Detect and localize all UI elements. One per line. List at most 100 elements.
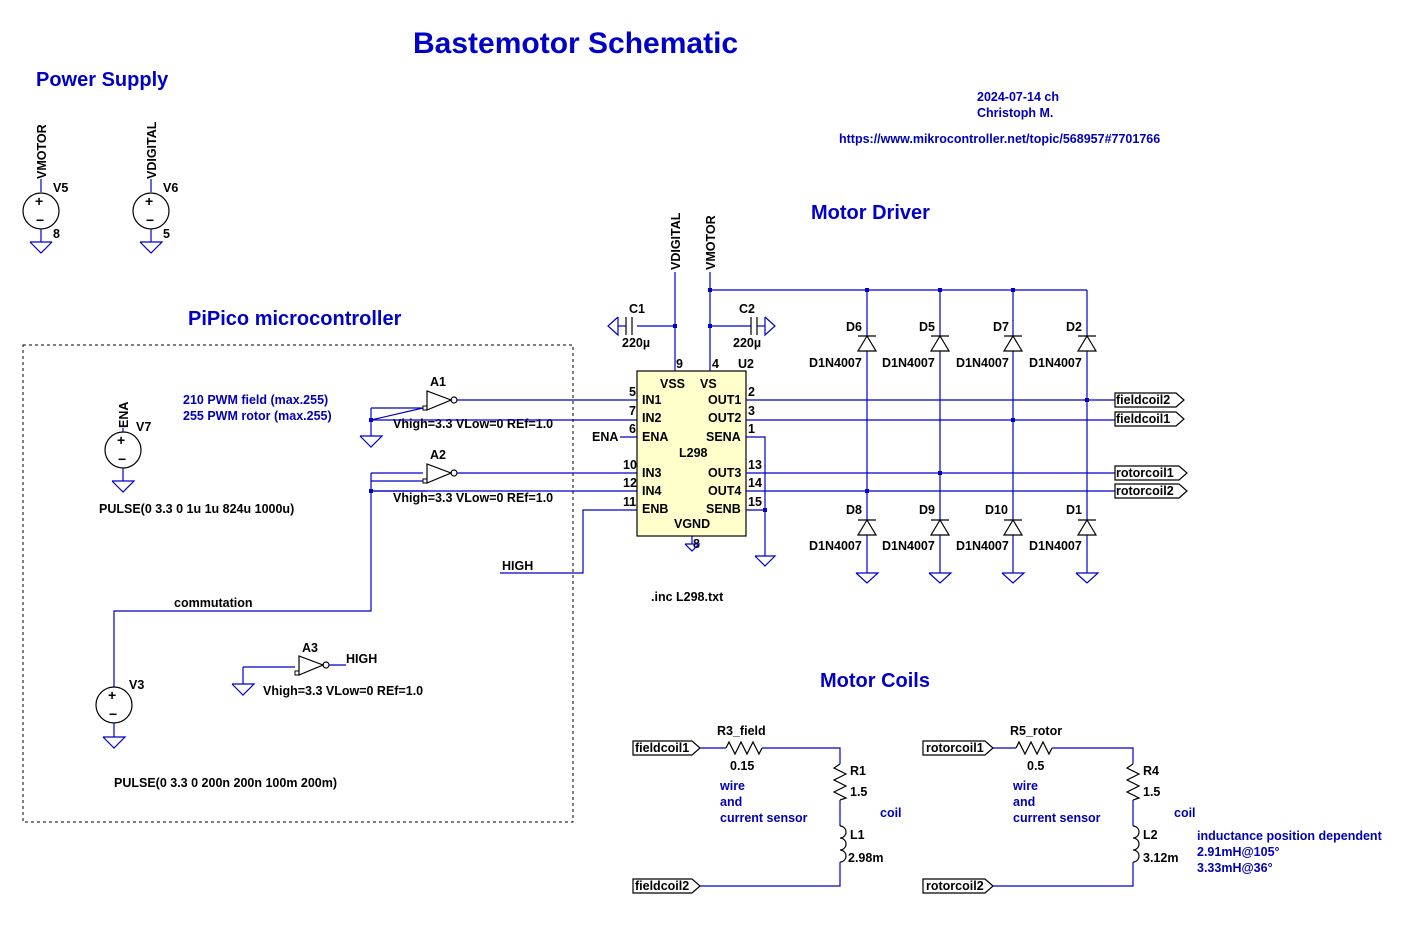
l2-name: L2 <box>1143 828 1158 842</box>
c2-name: C2 <box>739 302 755 316</box>
v3-name: V3 <box>129 678 144 692</box>
inductance-105: 2.91mH@105° <box>1197 845 1280 859</box>
motor-driver-heading: Motor Driver <box>811 202 930 224</box>
l1-value: 2.98m <box>848 851 883 865</box>
c2-value: 220µ <box>733 336 761 350</box>
microcontroller-heading: PiPico microcontroller <box>188 308 402 330</box>
svg-text:−: − <box>36 212 44 228</box>
rotor-coil-label: coil <box>1174 806 1196 820</box>
c1-value: 220µ <box>622 336 650 350</box>
a2-params: Vhigh=3.3 VLow=0 REf=1.0 <box>393 491 553 505</box>
a1-params: Vhigh=3.3 VLow=0 REf=1.0 <box>393 417 553 431</box>
inductance-36: 3.33mH@36° <box>1197 861 1273 875</box>
coil-port-fieldcoil1: fieldcoil1 <box>635 741 689 755</box>
pinnum-out1: 2 <box>748 385 755 399</box>
pin-in2: IN2 <box>642 411 662 425</box>
d5-model: D1N4007 <box>882 356 935 370</box>
v6-name: V6 <box>163 181 178 195</box>
pin-vgnd: VGND <box>674 517 710 531</box>
a3-params: Vhigh=3.3 VLow=0 REf=1.0 <box>263 684 423 698</box>
pinnum-enb: 11 <box>623 495 636 509</box>
svg-text:−: − <box>118 451 126 467</box>
pin-ena: ENA <box>642 430 668 444</box>
r1-value: 1.5 <box>850 785 867 799</box>
v7-name: V7 <box>136 420 151 434</box>
pinnum-out2: 3 <box>748 404 755 418</box>
source-v3: + − V3 PULSE(0 3.3 0 200n 200n 100m 200m… <box>95 490 427 790</box>
commutation-net-label: commutation <box>174 596 252 610</box>
author: Christoph M. <box>977 106 1053 120</box>
pin-sena: SENA <box>706 430 741 444</box>
pin-out3: OUT3 <box>708 466 741 480</box>
r4-value: 1.5 <box>1143 785 1160 799</box>
source-v7: + − ENA V7 PULSE(0 3.3 0 1u 1u 824u 1000… <box>99 402 294 516</box>
field-wire-label: wire <box>719 779 745 793</box>
v7-net-label: ENA <box>117 402 131 428</box>
ena-net-label: ENA <box>592 430 618 444</box>
field-and-label: and <box>720 795 742 809</box>
v7-value: PULSE(0 3.3 0 1u 1u 824u 1000u) <box>99 502 294 516</box>
pin-enb: ENB <box>642 502 668 516</box>
inverter-a3: A3 HIGH Vhigh=3.3 VLow=0 REf=1.0 <box>231 641 423 698</box>
r4-name: R4 <box>1143 764 1159 778</box>
d9-name: D9 <box>919 503 935 517</box>
r3-name: R3_field <box>717 724 766 738</box>
driver-include: .inc L298.txt <box>651 590 724 604</box>
pinnum-in2: 7 <box>629 404 636 418</box>
port-fieldcoil2: fieldcoil2 <box>1116 393 1170 407</box>
a2-name: A2 <box>430 448 446 462</box>
driver-part: L298 <box>679 446 708 460</box>
coil-port-fieldcoil2: fieldcoil2 <box>635 879 689 893</box>
v6-net-label: VDIGITAL <box>145 121 159 179</box>
field-coil-label: coil <box>880 806 902 820</box>
d2-model: D1N4007 <box>1029 356 1082 370</box>
microcontroller-boundary <box>22 344 574 823</box>
pinnum-ena: 6 <box>629 422 636 436</box>
rotor-and-label: and <box>1013 795 1035 809</box>
inverter-a2: A2 Vhigh=3.3 VLow=0 REf=1.0 <box>393 448 553 505</box>
driver-power-wiring: VDIGITAL VMOTOR C1 220µ C2 220µ <box>607 212 1087 567</box>
control-wiring: HIGH ENA <box>359 399 637 574</box>
d2-name: D2 <box>1066 320 1082 334</box>
r3-value: 0.15 <box>730 759 754 773</box>
svg-text:+: + <box>145 193 153 209</box>
pin-out1: OUT1 <box>708 393 741 407</box>
d7-model: D1N4007 <box>956 356 1009 370</box>
vmotor-rail-label: VMOTOR <box>704 215 718 270</box>
port-rotorcoil1: rotorcoil1 <box>1116 466 1174 480</box>
power-supply-heading: Power Supply <box>36 69 169 91</box>
d8-model: D1N4007 <box>809 539 862 553</box>
r5-value: 0.5 <box>1027 759 1044 773</box>
v5-net-label: VMOTOR <box>35 124 49 179</box>
date-author: 2024-07-14 ch <box>977 90 1059 104</box>
pin-senb: SENB <box>706 502 741 516</box>
diode-bridge: D6 D5 D7 D2 D1N4007 D1N4007 D1N4007 D1N4… <box>746 288 1115 584</box>
l298-driver: VSS VS IN1 IN2 ENA IN3 IN4 ENB VGND OUT1… <box>623 357 762 604</box>
d1-name: D1 <box>1066 503 1082 517</box>
vdigital-rail-label: VDIGITAL <box>669 212 683 270</box>
pin-in4: IN4 <box>642 484 662 498</box>
high-net-label: HIGH <box>502 559 533 573</box>
pin-out2: OUT2 <box>708 411 741 425</box>
pinnum-out4: 14 <box>748 476 762 490</box>
port-fieldcoil1: fieldcoil1 <box>1116 412 1170 426</box>
a1-name: A1 <box>430 375 446 389</box>
d10-model: D1N4007 <box>956 539 1009 553</box>
motor-coils-heading: Motor Coils <box>820 670 930 692</box>
pwm-field-note: 210 PWM field (max.255) <box>183 393 328 407</box>
pin-in1: IN1 <box>642 393 662 407</box>
l2-value: 3.12m <box>1143 851 1178 865</box>
output-ports: fieldcoil2 fieldcoil1 rotorcoil1 rotorco… <box>1114 392 1188 499</box>
d10-name: D10 <box>985 503 1008 517</box>
svg-text:+: + <box>35 193 43 209</box>
driver-name: U2 <box>738 357 754 371</box>
d9-model: D1N4007 <box>882 539 935 553</box>
pinnum-vs: 4 <box>712 357 719 371</box>
d5-name: D5 <box>919 320 935 334</box>
r5-name: R5_rotor <box>1010 724 1062 738</box>
source-v5: + − VMOTOR V5 8 <box>22 124 68 254</box>
pwm-rotor-note: 255 PWM rotor (max.255) <box>183 409 332 423</box>
reference-url: https://www.mikrocontroller.net/topic/56… <box>839 132 1160 146</box>
d6-model: D1N4007 <box>809 356 862 370</box>
